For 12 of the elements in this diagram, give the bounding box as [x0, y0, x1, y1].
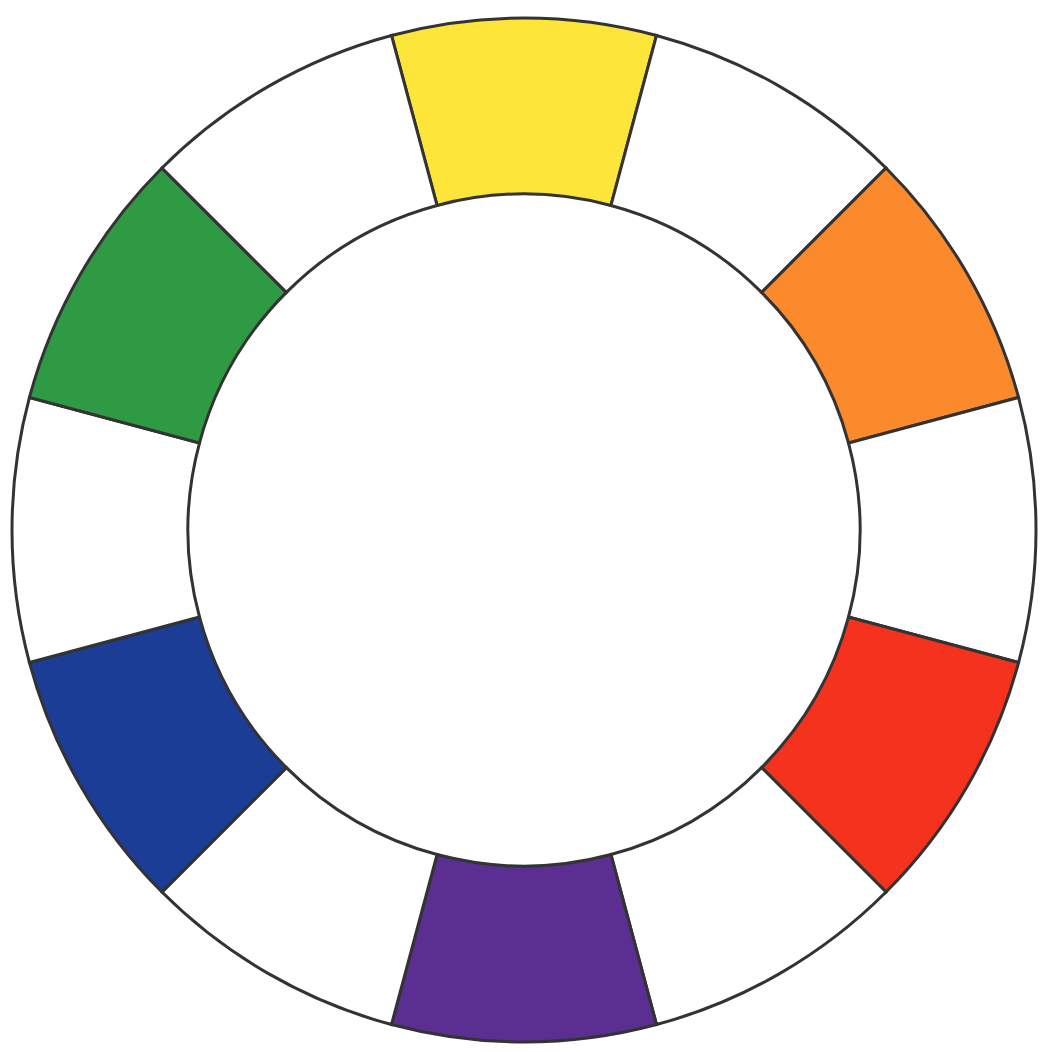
wheel-segment — [609, 33, 888, 294]
wheel-segment — [390, 853, 658, 1043]
wheel-segment — [27, 615, 288, 894]
wheel-segment — [760, 615, 1021, 894]
wheel-segment — [11, 396, 201, 664]
wheel-segment — [760, 166, 1021, 445]
wheel-segment — [27, 166, 288, 445]
wheel-segment — [160, 33, 439, 294]
wheel-segment — [160, 766, 439, 1027]
wheel-segment — [609, 766, 888, 1027]
wheel-segment — [847, 396, 1037, 664]
wheel-segment — [390, 17, 658, 207]
